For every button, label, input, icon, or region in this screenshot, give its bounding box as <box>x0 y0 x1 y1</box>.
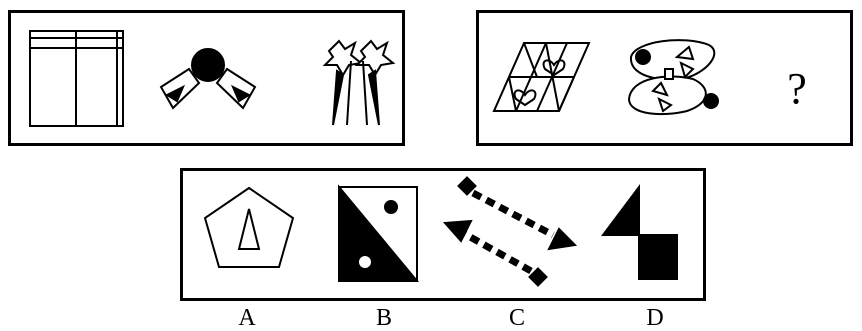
option-c-label[interactable]: C <box>497 306 537 330</box>
given-figures-panel-2: ? <box>476 10 853 146</box>
option-a-figure[interactable] <box>205 188 293 267</box>
twin-star-spike-figure <box>325 41 393 125</box>
option-c-figure[interactable] <box>445 178 575 286</box>
option-d-label[interactable]: D <box>635 306 675 330</box>
curved-shapes-bows-figure <box>629 40 718 114</box>
option-b-label[interactable]: B <box>364 306 404 330</box>
circle-with-wings-figure <box>161 49 255 108</box>
option-b-figure[interactable] <box>339 187 417 281</box>
options-panel <box>180 168 706 301</box>
option-a-label[interactable]: A <box>227 306 267 330</box>
option-d-figure[interactable] <box>603 187 677 279</box>
grid-rectangle-figure <box>30 31 123 126</box>
question-mark: ? <box>787 64 807 113</box>
triangle-grid-hearts-figure <box>494 43 589 111</box>
given-figures-panel-1 <box>8 10 405 146</box>
